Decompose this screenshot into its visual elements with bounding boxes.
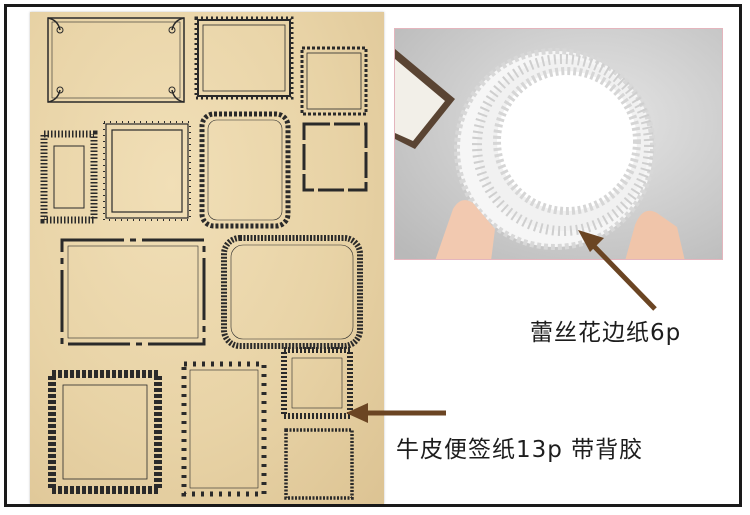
page-border bbox=[4, 4, 742, 507]
frame-rounded-leaf bbox=[199, 111, 291, 229]
frame-medallion bbox=[48, 370, 162, 494]
arrow-to-lace-icon bbox=[578, 230, 657, 311]
kraft-frames bbox=[40, 16, 368, 500]
frame-segmented bbox=[302, 122, 368, 192]
lace-paper-photo bbox=[394, 28, 723, 260]
frame-fleur bbox=[103, 121, 191, 221]
kraft-notes-label: 牛皮便签纸13p 带背胶 bbox=[396, 437, 644, 463]
frame-beaded bbox=[281, 347, 353, 419]
lace-paper-label: 蕾丝花边纸6p bbox=[530, 320, 682, 346]
frame-large-broken bbox=[60, 238, 206, 346]
arrow-to-kraft-icon bbox=[346, 403, 446, 423]
frame-dotted-square bbox=[284, 428, 354, 500]
frame-scroll bbox=[47, 17, 185, 103]
frame-spiky bbox=[194, 16, 294, 100]
frame-cross bbox=[181, 361, 267, 497]
frame-woven bbox=[40, 130, 98, 224]
frame-studded-small bbox=[300, 46, 368, 116]
frame-chain bbox=[221, 235, 363, 349]
kraft-note-sheet bbox=[30, 12, 384, 504]
